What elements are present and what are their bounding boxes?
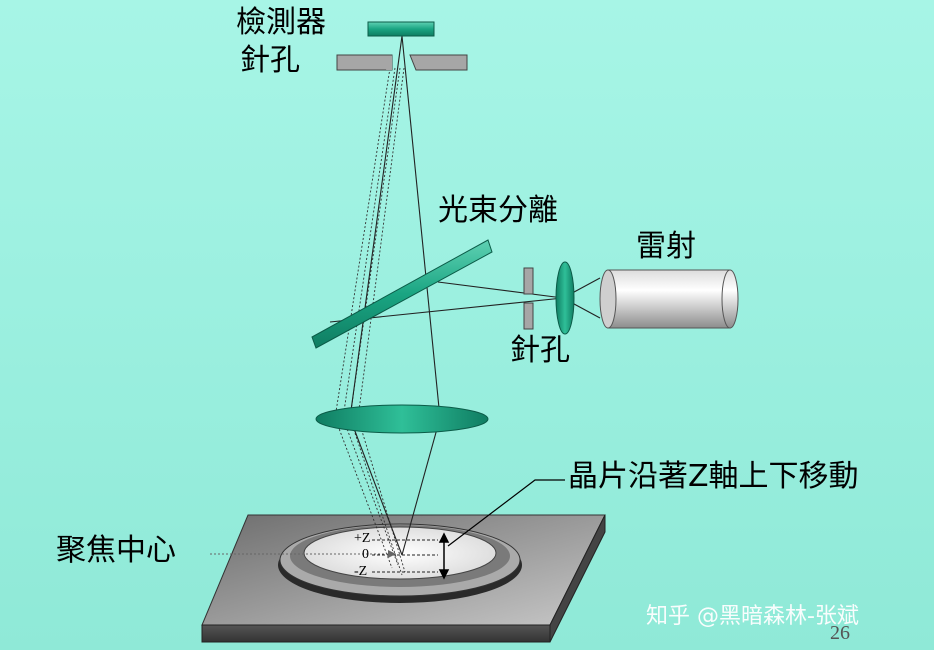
laser-lens — [555, 261, 575, 335]
wafer — [303, 526, 497, 580]
z-travel-arrow — [438, 532, 450, 580]
pinhole-right-label: 針孔 — [510, 333, 570, 368]
detector-bar — [367, 21, 435, 37]
pinhole-top-plates — [336, 54, 468, 71]
watermark: 知乎 @黑暗森林-张斌 — [646, 604, 859, 629]
page-number: 26 — [830, 622, 850, 644]
z-zero-label: 0 — [362, 547, 369, 562]
detector-label: 檢測器 — [236, 5, 326, 40]
z-minus-label: -Z — [354, 564, 368, 579]
pinhole-top-label: 針孔 — [240, 43, 300, 78]
focus-arrowhead — [388, 550, 396, 558]
objective-lens — [315, 404, 489, 434]
dotted-rays — [334, 67, 406, 576]
wafer-motion-leader — [447, 479, 565, 547]
wafer-motion-label: 晶片沿著Z軸上下移動 — [568, 459, 859, 494]
z-level-lines — [372, 539, 438, 573]
pinhole-right — [523, 267, 534, 330]
beam-splitter-label: 光束分離 — [438, 193, 558, 228]
z-plus-label: +Z — [354, 531, 371, 546]
focus-center-label: 聚焦中心 — [56, 533, 176, 568]
solid-rays — [329, 35, 601, 556]
laser-label: 雷射 — [636, 229, 696, 264]
beam-splitter — [311, 239, 493, 349]
laser-cylinder — [599, 269, 739, 329]
